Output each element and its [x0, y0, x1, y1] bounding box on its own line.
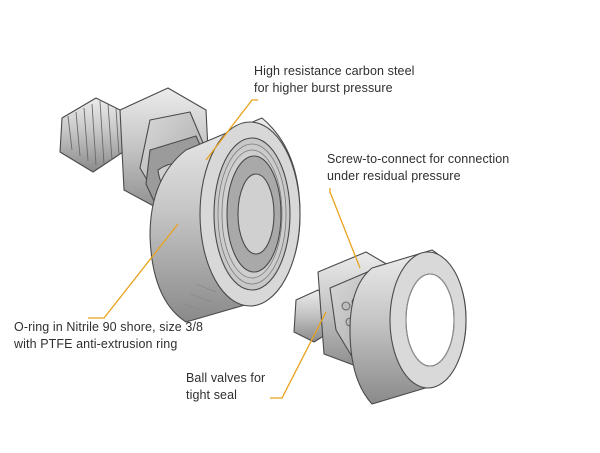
inner-thread-rings — [217, 143, 287, 285]
callout-carbon-steel-line2: for higher burst pressure — [254, 81, 393, 95]
grip-lines — [183, 283, 217, 313]
leader-carbon-steel — [205, 99, 258, 161]
callout-o-ring: O-ring in Nitrile 90 shore, size 3/8 wit… — [14, 319, 203, 353]
callout-ball-valves: Ball valves for tight seal — [186, 370, 265, 404]
callout-screw-line1: Screw-to-connect for connection — [327, 152, 510, 166]
callout-o-ring-line1: O-ring in Nitrile 90 shore, size 3/8 — [14, 320, 204, 334]
callout-ball-valves-line2: tight seal — [186, 388, 238, 402]
female-coupling — [59, 87, 301, 323]
callout-ball-valves-line1: Ball valves for — [186, 371, 266, 385]
callout-screw-to-connect: Screw-to-connect for connection under re… — [327, 151, 509, 185]
leader-screw-to-connect — [329, 188, 361, 269]
callout-screw-line2: under residual pressure — [327, 169, 461, 183]
thread-lines — [67, 100, 120, 166]
leader-lines — [88, 99, 361, 399]
callout-o-ring-line2: with PTFE anti-extrusion ring — [14, 337, 178, 351]
male-coupling — [293, 249, 467, 405]
leader-o-ring — [88, 223, 179, 319]
callout-carbon-steel-line1: High resistance carbon steel — [254, 64, 415, 78]
callout-carbon-steel: High resistance carbon steel for higher … — [254, 63, 415, 97]
leader-ball-valves — [270, 311, 327, 399]
